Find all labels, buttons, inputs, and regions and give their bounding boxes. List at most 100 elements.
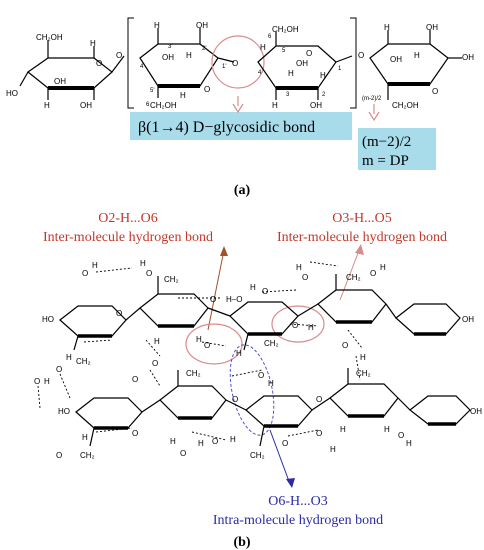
atom-o-u2: O <box>146 269 152 278</box>
atom-o-u10: O <box>56 365 62 374</box>
atom-ho-u1: H–O <box>226 295 242 304</box>
atom-h-l9: H <box>406 439 412 448</box>
atom-o-u12: O <box>342 341 348 350</box>
cnum-4: 4 <box>258 70 262 76</box>
glycosidic-arrow <box>232 96 244 114</box>
atom-h-u9: H <box>154 337 160 346</box>
ch2oh-r: CH₂OH <box>392 101 419 110</box>
cnum-3p: 3' <box>168 44 172 50</box>
atom-h-u6: H <box>196 335 202 344</box>
atom-ho-l1: HO <box>58 407 70 416</box>
atom-h-u7: H <box>308 323 314 332</box>
callout-o6-h-o3-line2: Intra-molecule hydrogen bond <box>213 513 383 528</box>
hbond-ellipse-intra <box>229 344 275 436</box>
h-r-1: H <box>384 23 390 32</box>
bracket-right <box>350 17 357 109</box>
cnum-2p: 2' <box>202 46 206 52</box>
cnum-6: 6 <box>268 34 272 40</box>
atom-h-u5: H <box>380 263 386 272</box>
oh-c1-mid: OH <box>162 53 174 62</box>
atom-h-l3: H <box>82 433 88 442</box>
atom-o-l12: O <box>180 449 186 458</box>
lower-chain <box>75 368 471 447</box>
atom-h-u1: H <box>92 261 98 270</box>
atom-o-l10: O <box>56 451 62 460</box>
glucose-ring-left <box>19 40 125 100</box>
panel-b: O2-H...O6 Inter-molecule hydrogen bond O… <box>34 211 482 550</box>
atom-o-l1: O <box>34 377 40 386</box>
callout-o3-h-o5-line1: O3-H...O5 <box>332 211 392 226</box>
atom-h-l6: H <box>230 435 236 444</box>
cnum-5p: 5' <box>150 88 154 94</box>
o-ring-r: O <box>432 87 438 96</box>
atom-h-u8: H <box>66 353 72 362</box>
o-ring-c2: O <box>306 49 312 58</box>
repeat-subscript: (m-2)/2 <box>362 96 382 102</box>
h-c1-top: H <box>154 21 160 30</box>
o-ring-c1: O <box>204 85 210 94</box>
ch2oh-c1: CH₂OH <box>150 101 177 110</box>
glycosidic-o-2: O <box>232 59 238 68</box>
glycosidic-label: β(1→4) D−glycosidic bond <box>138 119 315 136</box>
h-left-2: H <box>90 39 96 48</box>
atom-oh-u1: OH <box>462 315 474 324</box>
atom-o-u11: O <box>152 359 158 368</box>
hbond-ellipse-right <box>271 305 325 343</box>
repeat-arrow <box>368 104 380 122</box>
oh-c1-top: OH <box>196 21 208 30</box>
arrowhead-o2-h-o6 <box>220 246 228 256</box>
atom-h-l2: H <box>268 379 274 388</box>
atom-o-l9: O <box>398 431 404 440</box>
atom-ho-u2: HO <box>42 315 54 324</box>
panel-b-caption: (b) <box>233 535 250 550</box>
glucose-ring-center-1 <box>139 28 235 98</box>
cnum-1p: 1' <box>222 64 226 70</box>
h-c2-1: H <box>260 43 266 52</box>
cnum-1: 1 <box>338 66 342 72</box>
callout-o3-h-o5-line2: Inter-molecule hydrogen bond <box>277 230 447 245</box>
cnum-5: 5 <box>282 48 286 54</box>
atom-h-l1: H <box>44 377 50 386</box>
atom-ch2-l3: CH₂ <box>80 451 95 460</box>
atom-o-l3: O <box>232 395 238 404</box>
atom-o-l6: O <box>132 429 138 438</box>
oh-left-1: OH <box>54 77 66 86</box>
atom-o-u9: O <box>292 321 298 330</box>
atom-h-l7: H <box>340 425 346 434</box>
glycosidic-bond-circle <box>211 35 265 89</box>
atom-ch2-u1: CH₂ <box>164 275 179 284</box>
hydrogen-bonds <box>37 261 363 441</box>
atom-o-l2: O <box>132 375 138 384</box>
arrow-o2-h-o6 <box>207 249 225 331</box>
ho-left: HO <box>6 89 18 98</box>
atom-o-u1: O <box>82 269 88 278</box>
callout-o2-h-o6-line1: O2-H...O6 <box>98 211 158 226</box>
atom-o-l11: O <box>282 439 288 448</box>
arrowhead-o6-h-o3 <box>286 478 295 488</box>
atom-h-l8: H <box>384 425 390 434</box>
ch2oh-left: CH₂OH <box>36 33 63 42</box>
atom-oh-l1: OH <box>470 407 482 416</box>
arrow-o6-h-o3 <box>269 429 291 485</box>
h-r-2: H <box>414 51 420 60</box>
o-ring-left: O <box>96 59 102 68</box>
cnum-3: 3 <box>286 92 290 98</box>
atom-o-l8: O <box>316 429 322 438</box>
atom-h-l5: H <box>198 439 204 448</box>
atom-h-u4: H <box>296 263 302 272</box>
callout-o6-h-o3-line1: O6-H...O3 <box>268 494 328 509</box>
oh-c2: OH <box>296 59 308 68</box>
panel-a: β(1→4) D−glycosidic bond (m−2)/2 m = DP … <box>6 17 474 198</box>
h-c1-mid: H <box>186 51 192 60</box>
bracket-left <box>127 17 134 109</box>
atom-ch2-l4: CH₂ <box>250 451 265 460</box>
oh-left-2: OH <box>80 101 92 110</box>
callout-o2-h-o6-line2: Inter-molecule hydrogen bond <box>43 230 213 245</box>
repeat-label: (m−2)/2 <box>362 134 411 150</box>
glycosidic-label-box <box>130 112 352 140</box>
atom-o-u3: O <box>210 295 216 304</box>
h-c2-2: H <box>288 69 294 78</box>
atom-o-u4: O <box>262 287 268 296</box>
oh-r-1: OH <box>426 23 438 32</box>
